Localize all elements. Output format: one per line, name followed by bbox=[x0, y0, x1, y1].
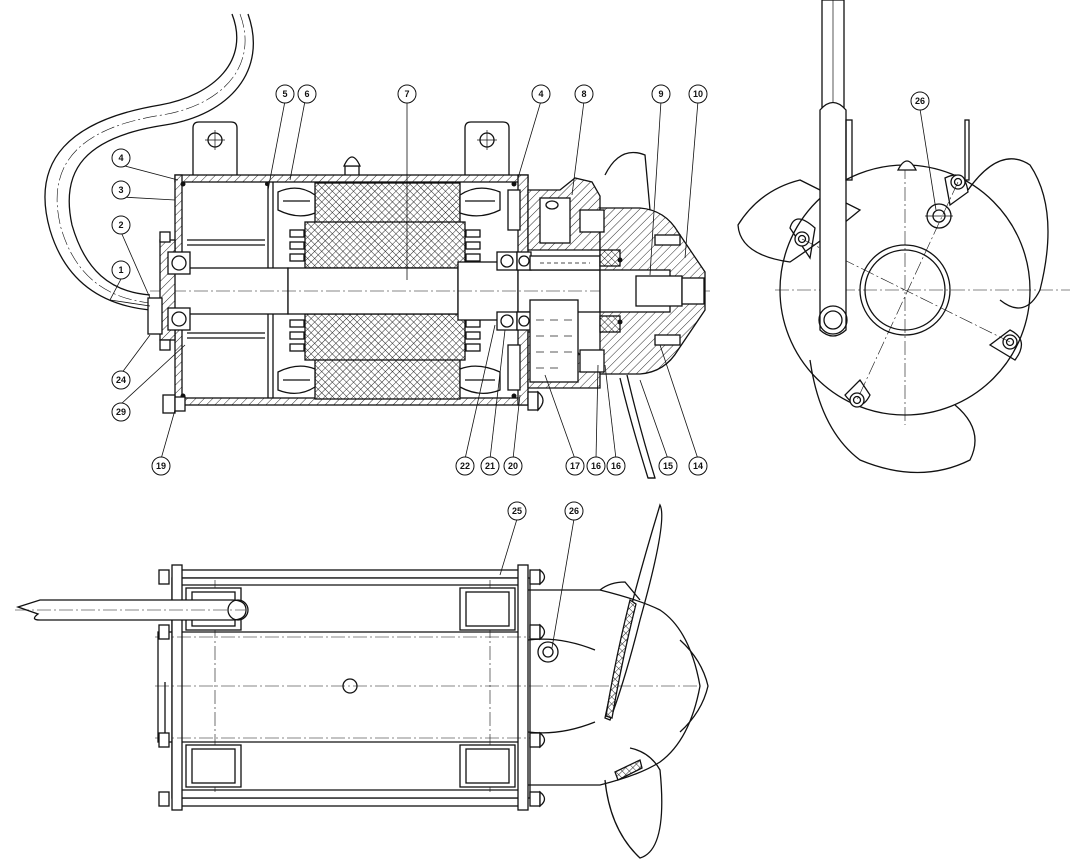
handle-bar-end-view bbox=[818, 0, 848, 337]
handle-bar-side-view bbox=[15, 599, 249, 621]
callout-label: 6 bbox=[304, 89, 309, 99]
callout-17: 17 bbox=[565, 456, 585, 476]
callout-6: 6 bbox=[297, 84, 317, 104]
callout-4-right: 4 bbox=[531, 84, 551, 104]
end-view bbox=[737, 0, 1070, 474]
grease-nipple-end-view bbox=[896, 160, 918, 171]
callout-label: 16 bbox=[591, 461, 601, 471]
blade-upper-right bbox=[967, 158, 1049, 309]
callout-label: 8 bbox=[581, 89, 586, 99]
side-lug bbox=[964, 119, 970, 181]
callout-16-b: 16 bbox=[606, 456, 626, 476]
callout-29: 29 bbox=[111, 402, 131, 422]
oil-level-marks bbox=[536, 319, 572, 369]
lifting-lug-left bbox=[192, 121, 238, 175]
callout-label: 16 bbox=[611, 461, 621, 471]
rotor-fins-right bbox=[465, 229, 481, 352]
callout-5: 5 bbox=[275, 84, 295, 104]
callout-label: 10 bbox=[693, 89, 703, 99]
callout-26-end-view: 26 bbox=[910, 91, 930, 111]
callout-20: 20 bbox=[503, 456, 523, 476]
section-view bbox=[44, 13, 710, 479]
blade-lower bbox=[809, 359, 976, 474]
rotor-fins-left bbox=[289, 229, 305, 352]
callout-label: 7 bbox=[404, 89, 409, 99]
gear-housing bbox=[507, 177, 601, 391]
front-bearings bbox=[496, 251, 532, 331]
callout-1: 1 bbox=[111, 260, 131, 280]
callout-15: 15 bbox=[658, 456, 678, 476]
callout-2: 2 bbox=[111, 215, 131, 235]
cable-hose bbox=[44, 13, 254, 311]
callout-label: 25 bbox=[512, 506, 522, 516]
center-marker bbox=[342, 678, 358, 694]
callout-4-left: 4 bbox=[111, 148, 131, 168]
lifting-lug-right bbox=[464, 121, 510, 175]
terminal-chamber bbox=[187, 239, 265, 339]
propeller-hub bbox=[579, 207, 706, 375]
callout-label: 21 bbox=[485, 461, 495, 471]
callout-label: 9 bbox=[658, 89, 663, 99]
callout-label: 22 bbox=[460, 461, 470, 471]
tie-bolt-heads-section bbox=[162, 390, 544, 414]
callout-label: 24 bbox=[116, 375, 126, 385]
rear-bearing bbox=[147, 231, 191, 351]
side-view-propeller bbox=[604, 503, 663, 859]
drain-plug-side-view bbox=[537, 641, 559, 663]
shaft bbox=[150, 261, 710, 321]
propeller-blade-section bbox=[604, 151, 656, 479]
callout-label: 17 bbox=[570, 461, 580, 471]
drain-plug-end-view bbox=[925, 203, 953, 229]
grease-nipple bbox=[342, 156, 362, 177]
side-view-bolts bbox=[158, 568, 546, 808]
callout-9: 9 bbox=[651, 84, 671, 104]
callout-14: 14 bbox=[688, 456, 708, 476]
callout-26-side-view: 26 bbox=[564, 501, 584, 521]
callout-label: 1 bbox=[118, 265, 123, 275]
callout-label: 2 bbox=[118, 220, 123, 230]
callout-label: 20 bbox=[508, 461, 518, 471]
callout-24: 24 bbox=[111, 370, 131, 390]
callout-22: 22 bbox=[455, 456, 475, 476]
callout-label: 3 bbox=[118, 185, 123, 195]
callout-3: 3 bbox=[111, 180, 131, 200]
callout-label: 4 bbox=[118, 153, 123, 163]
callout-label: 14 bbox=[693, 461, 703, 471]
callout-label: 5 bbox=[282, 89, 287, 99]
rotor bbox=[289, 221, 481, 361]
leader-lines bbox=[109, 100, 937, 649]
callout-label: 19 bbox=[156, 461, 166, 471]
callout-8: 8 bbox=[574, 84, 594, 104]
side-view bbox=[15, 503, 709, 859]
callout-25: 25 bbox=[507, 501, 527, 521]
callout-10: 10 bbox=[688, 84, 708, 104]
side-view-front-housing bbox=[527, 581, 709, 786]
callout-16-a: 16 bbox=[586, 456, 606, 476]
callout-label: 29 bbox=[116, 407, 126, 417]
callout-label: 15 bbox=[663, 461, 673, 471]
callout-label: 4 bbox=[538, 89, 543, 99]
callout-19: 19 bbox=[151, 456, 171, 476]
callout-21: 21 bbox=[480, 456, 500, 476]
callout-label: 26 bbox=[915, 96, 925, 106]
callout-7: 7 bbox=[397, 84, 417, 104]
callout-label: 26 bbox=[569, 506, 579, 516]
